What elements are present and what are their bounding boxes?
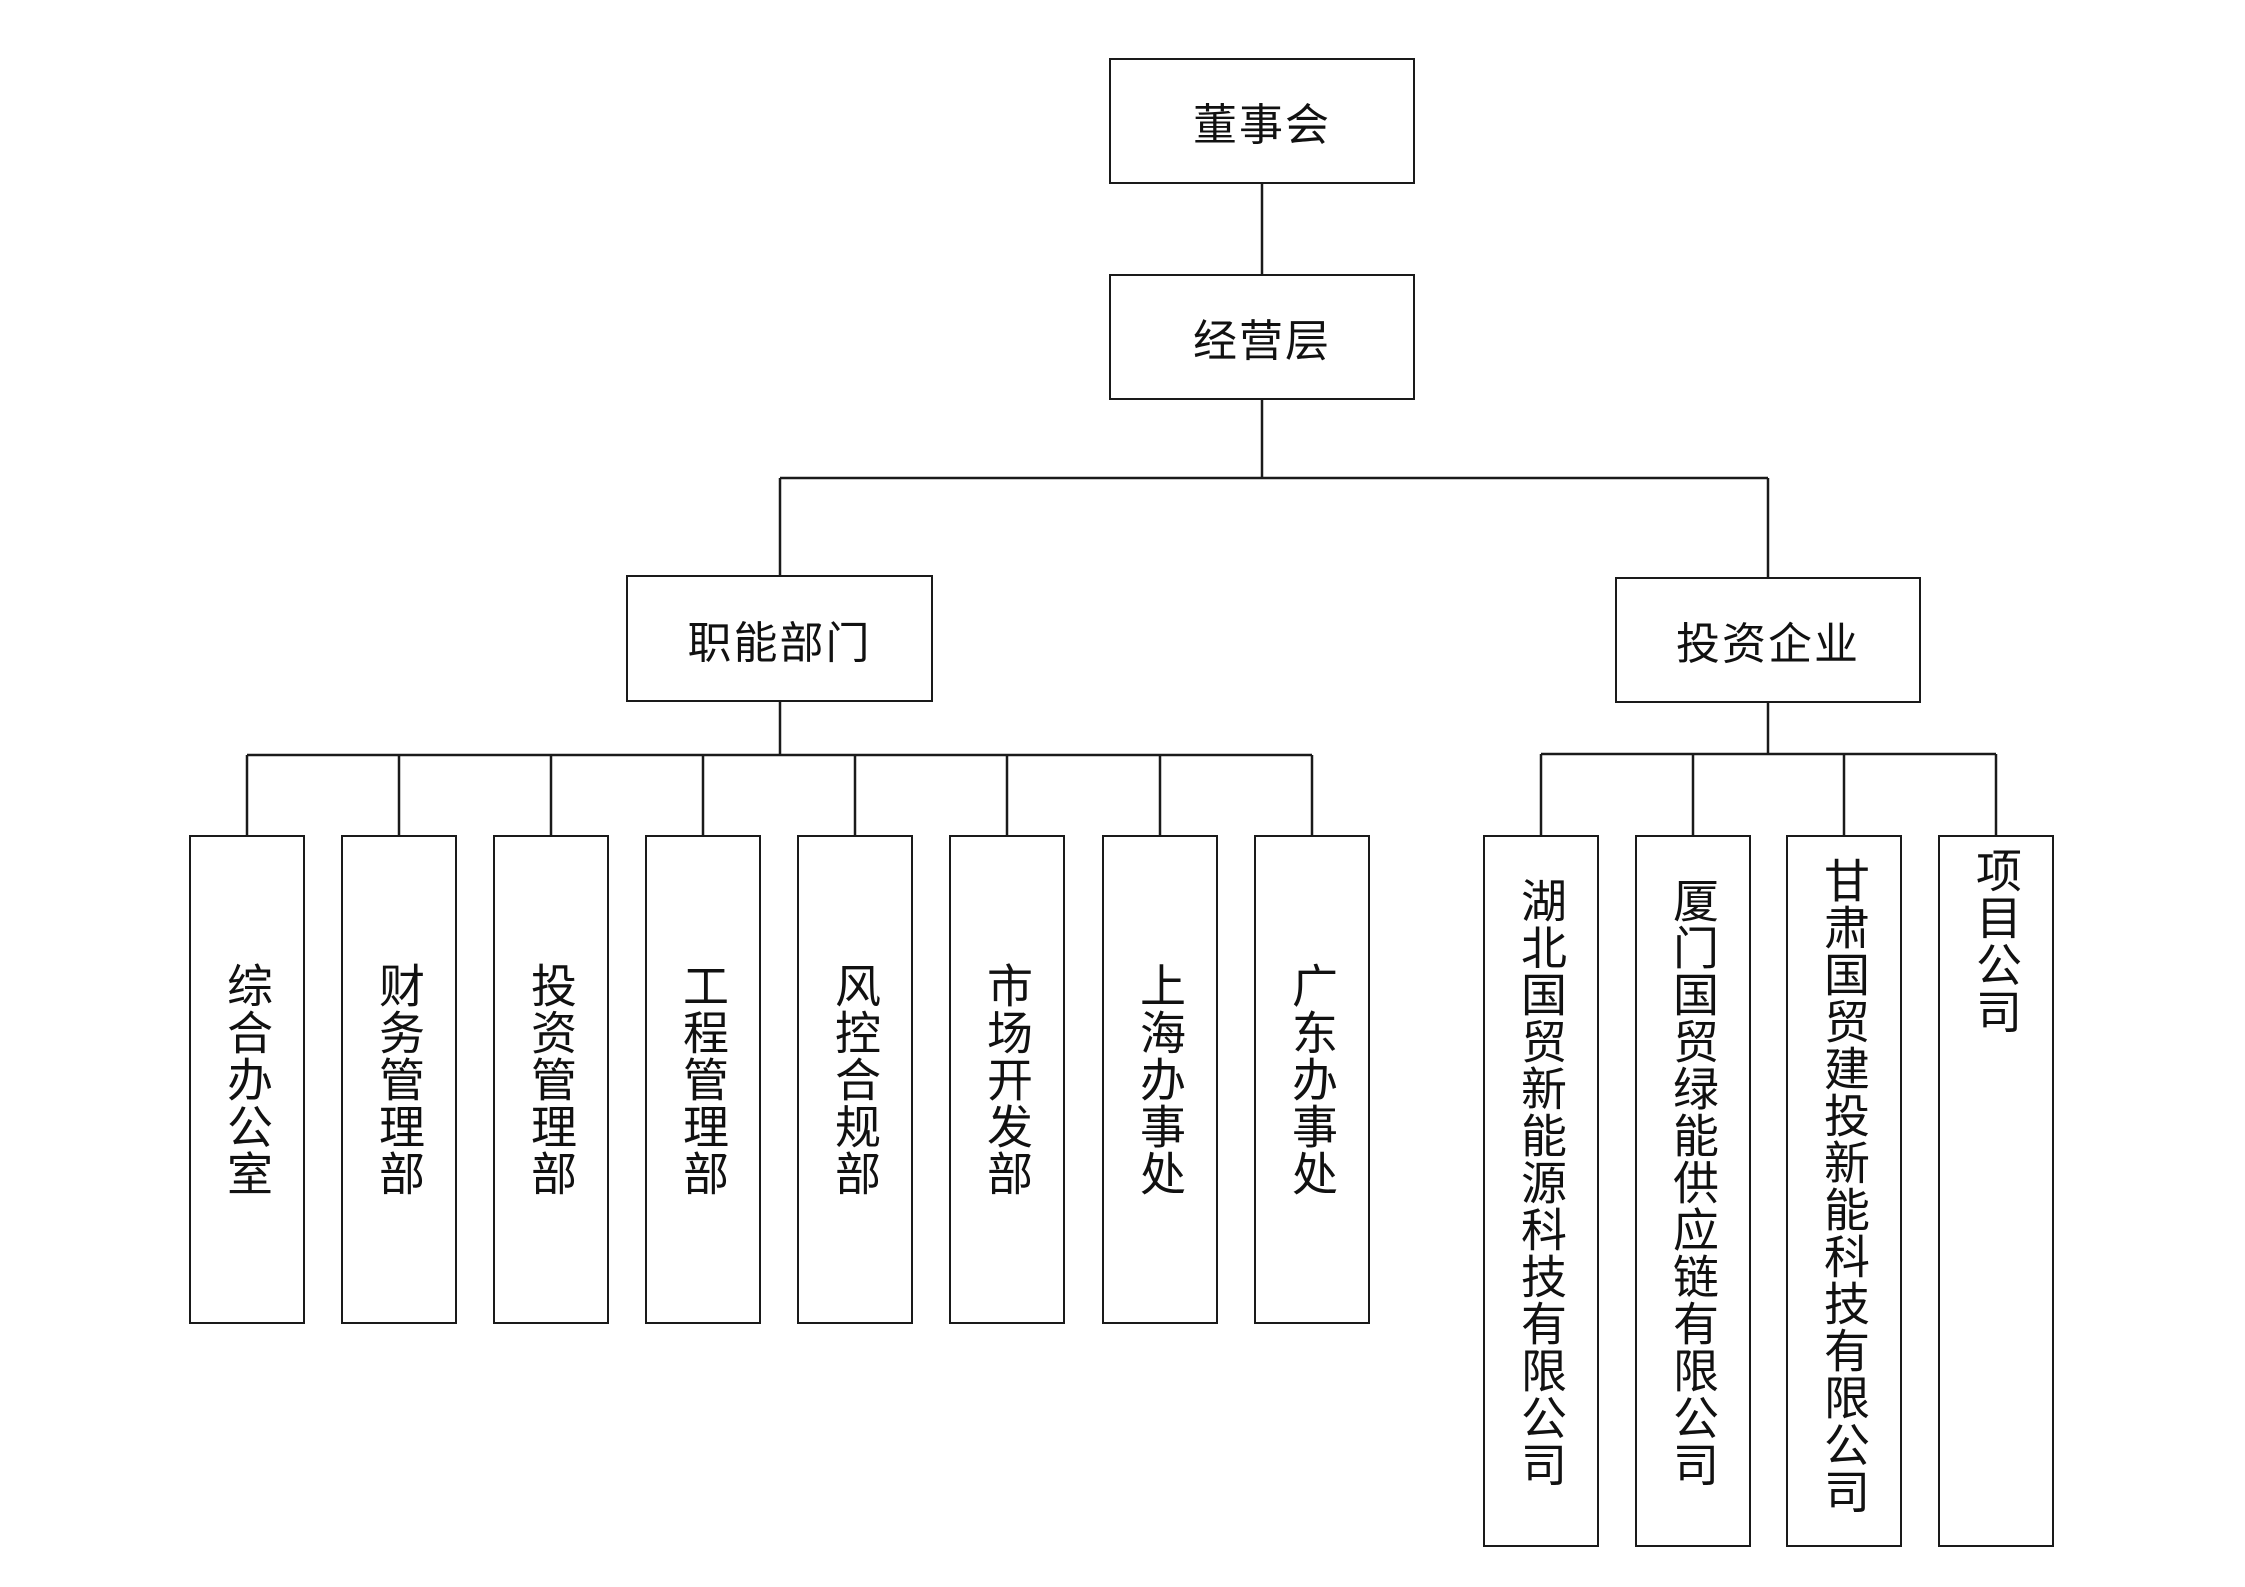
- department-box: 综合办公室: [189, 835, 305, 1324]
- department-label: 上海办事处: [1133, 962, 1187, 1197]
- functional-departments-label: 职能部门: [687, 617, 872, 669]
- investment-enterprises-box: 投资企业: [1615, 577, 1921, 703]
- management-box: 经营层: [1109, 274, 1415, 400]
- department-label: 市场开发部: [980, 962, 1034, 1197]
- enterprise-label: 甘肃国贸建投新能科技有限公司: [1817, 857, 1871, 1515]
- department-box: 上海办事处: [1102, 835, 1218, 1324]
- management-label: 经营层: [1193, 316, 1331, 367]
- enterprise-label: 项目公司: [1969, 847, 2023, 1035]
- enterprise-label: 湖北国贸新能源科技有限公司: [1514, 877, 1568, 1488]
- department-label: 投资管理部: [524, 962, 578, 1197]
- department-box: 投资管理部: [493, 835, 609, 1324]
- enterprise-label: 厦门国贸绿能供应链有限公司: [1666, 877, 1720, 1488]
- department-box: 财务管理部: [341, 835, 457, 1324]
- department-label: 广东办事处: [1285, 962, 1339, 1197]
- enterprise-box: 甘肃国贸建投新能科技有限公司: [1786, 835, 1902, 1547]
- department-label: 工程管理部: [676, 962, 730, 1197]
- enterprise-box: 湖北国贸新能源科技有限公司: [1483, 835, 1599, 1547]
- department-label: 综合办公室: [220, 962, 274, 1197]
- department-box: 市场开发部: [949, 835, 1065, 1324]
- department-label: 风控合规部: [828, 962, 882, 1197]
- board-label: 董事会: [1193, 100, 1331, 151]
- department-box: 风控合规部: [797, 835, 913, 1324]
- board-box: 董事会: [1109, 58, 1415, 184]
- department-label: 财务管理部: [372, 962, 426, 1197]
- enterprise-box: 项目公司: [1938, 835, 2054, 1547]
- department-box: 工程管理部: [645, 835, 761, 1324]
- functional-departments-box: 职能部门: [626, 575, 933, 702]
- department-box: 广东办事处: [1254, 835, 1370, 1324]
- enterprise-box: 厦门国贸绿能供应链有限公司: [1635, 835, 1751, 1547]
- investment-enterprises-label: 投资企业: [1676, 619, 1860, 670]
